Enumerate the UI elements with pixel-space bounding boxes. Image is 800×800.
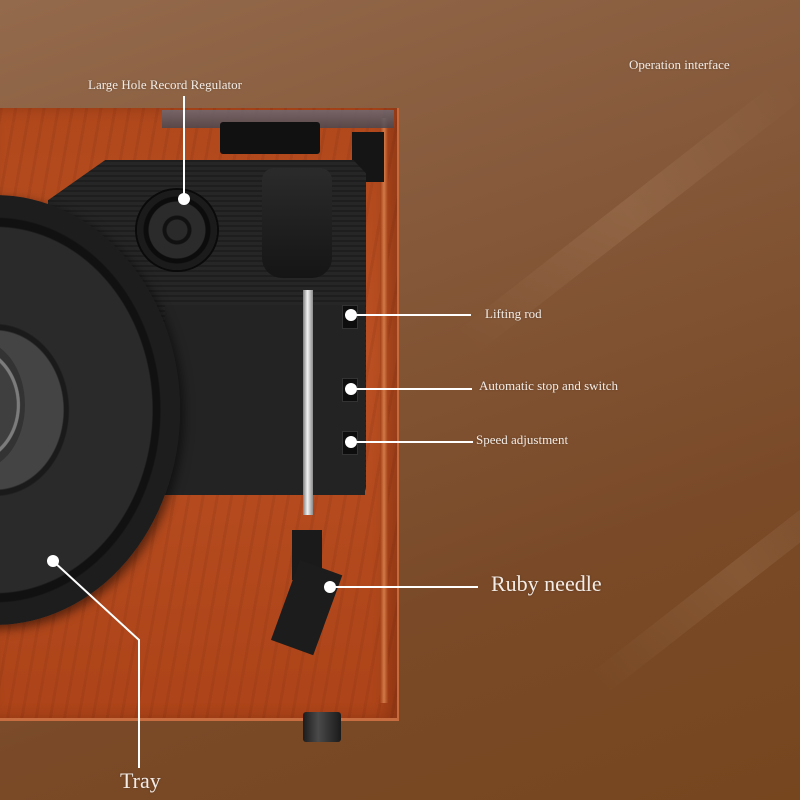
plinth-edge (380, 118, 388, 703)
large-hole-record-regulator[interactable] (137, 190, 217, 270)
tonearm-base (262, 168, 332, 278)
needle-label: Ruby needle (491, 571, 602, 596)
tray-label: Tray (120, 768, 161, 793)
needle-callout-line (330, 586, 478, 588)
tonearm-rod[interactable] (303, 290, 313, 515)
regulator-callout-dot (178, 193, 190, 205)
speed-label: Speed adjustment (476, 432, 569, 447)
speed-callout-line (351, 441, 473, 443)
lifting-rod-callout-line (351, 314, 471, 316)
lifting-rod-label: Lifting rod (485, 306, 542, 321)
auto-stop-label: Automatic stop and switch (479, 378, 619, 393)
regulator-label: Large Hole Record Regulator (88, 77, 242, 92)
auto-stop-callout-line (351, 388, 472, 390)
tray-callout-dot (47, 555, 59, 567)
title-label: Operation interface (629, 57, 730, 72)
deck-plate-lower (165, 305, 365, 495)
volume-knob[interactable] (303, 712, 341, 742)
regulator-callout-line (183, 96, 185, 199)
dust-cover-hinge (220, 122, 320, 154)
background-light-streak (590, 451, 800, 695)
